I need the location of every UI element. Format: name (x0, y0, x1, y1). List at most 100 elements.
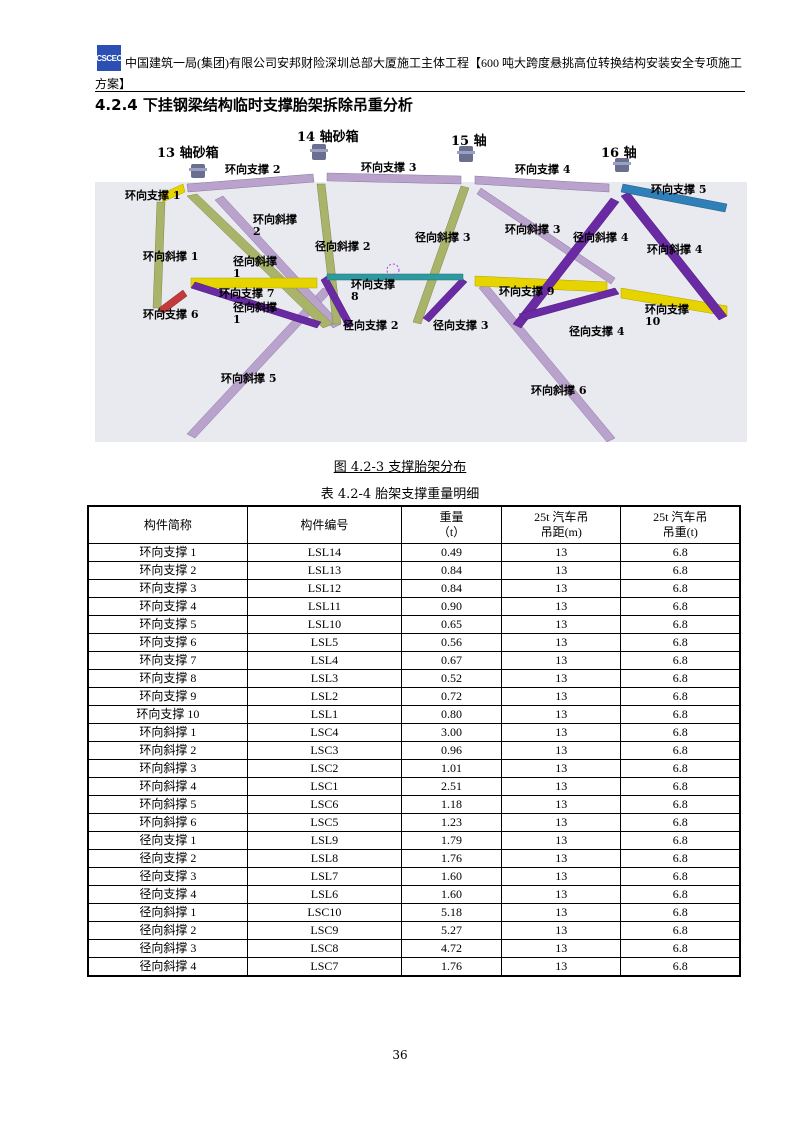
cell-crane-load: 6.8 (620, 957, 741, 977)
label-ring-support-6: 环向支撑 6 (143, 308, 199, 321)
cell-weight: 1.76 (401, 849, 502, 868)
figure-caption: 图 4.2-3 支撑胎架分布 (333, 460, 467, 475)
cell-crane-distance: 13 (500, 813, 622, 832)
label-radial-diagonal-4: 径向斜撑 4 (573, 231, 629, 244)
ring-support-7-member (190, 277, 318, 289)
cell-code: LSL4 (246, 651, 403, 670)
cell-crane-load: 6.8 (620, 939, 741, 958)
cell-code: LSL10 (246, 615, 403, 634)
col-header-weight: 重量（t） (401, 505, 502, 544)
label-ring-support-9: 环向支撑 9 (499, 285, 555, 298)
cell-weight: 0.67 (401, 651, 502, 670)
axis-label-14: 14 轴砂箱 (297, 130, 359, 145)
cell-crane-distance: 13 (500, 885, 622, 904)
label-ring-support-5: 环向支撑 5 (651, 183, 707, 196)
cell-code: LSL2 (246, 687, 403, 706)
label-radial-diagonal-3: 径向斜撑 3 (415, 231, 471, 244)
cell-weight: 0.65 (401, 615, 502, 634)
cell-crane-load: 6.8 (620, 615, 741, 634)
cell-crane-distance: 13 (500, 867, 622, 886)
cell-name: 环向支撑 8 (87, 669, 248, 688)
sandbox-icon-15 (457, 146, 475, 162)
axis-label-16: 16 轴 (601, 146, 637, 161)
cell-crane-distance: 13 (500, 777, 622, 796)
cell-crane-load: 6.8 (620, 867, 741, 886)
radial-support-4-member (518, 287, 620, 321)
col-header-crane-distance: 25t 汽车吊吊距(m) (500, 505, 622, 544)
cell-code: LSL13 (246, 561, 403, 580)
cell-code: LSL7 (246, 867, 403, 886)
cell-crane-distance: 13 (500, 669, 622, 688)
cell-name: 径向斜撑 3 (87, 939, 248, 958)
cell-weight: 0.90 (401, 597, 502, 616)
cell-name: 环向斜撑 2 (87, 741, 248, 760)
ring-support-5-member (620, 183, 728, 213)
axis-label-13: 13 轴砂箱 (157, 146, 219, 161)
label-radial-diagonal-1-upper: 径向斜撑 1 (233, 255, 277, 280)
label-ring-support-7: 环向支撑 7 (219, 287, 275, 300)
support-frame-drawing (152, 144, 728, 442)
cell-name: 径向支撑 4 (87, 885, 248, 904)
cell-weight: 1.60 (401, 885, 502, 904)
cell-crane-distance: 13 (500, 543, 622, 562)
cell-weight: 0.49 (401, 543, 502, 562)
cell-crane-distance: 13 (500, 615, 622, 634)
cell-code: LSC5 (246, 813, 403, 832)
cell-weight: 0.84 (401, 579, 502, 598)
cell-crane-load: 6.8 (620, 903, 741, 922)
cell-weight: 0.52 (401, 669, 502, 688)
cell-weight: 1.18 (401, 795, 502, 814)
cell-crane-load: 6.8 (620, 777, 741, 796)
cell-weight: 5.27 (401, 921, 502, 940)
cell-weight: 0.96 (401, 741, 502, 760)
sandbox-icon-13 (189, 164, 207, 178)
cell-crane-distance: 13 (500, 957, 622, 977)
cell-crane-distance: 13 (500, 759, 622, 778)
label-ring-support-10: 环向支撑 10 (645, 303, 689, 328)
label-radial-support-1: 径向斜撑 1 (233, 301, 277, 326)
radial-support-1-member (190, 281, 322, 329)
cell-weight: 0.72 (401, 687, 502, 706)
cell-name: 环向斜撑 3 (87, 759, 248, 778)
cell-name: 环向斜撑 4 (87, 777, 248, 796)
cell-crane-load: 6.8 (620, 651, 741, 670)
cell-code: LSL14 (246, 543, 403, 562)
cell-crane-load: 6.8 (620, 633, 741, 652)
cell-weight: 0.84 (401, 561, 502, 580)
cell-code: LSL5 (246, 633, 403, 652)
cell-crane-load: 6.8 (620, 561, 741, 580)
cell-crane-load: 6.8 (620, 687, 741, 706)
cell-code: LSC10 (246, 903, 403, 922)
cell-crane-load: 6.8 (620, 921, 741, 940)
axis-label-15: 15 轴 (451, 134, 487, 149)
label-radial-support-3: 径向支撑 3 (433, 319, 489, 332)
cell-crane-distance: 13 (500, 597, 622, 616)
label-ring-diagonal-2: 环向斜撑 2 (253, 213, 297, 238)
cell-name: 环向支撑 1 (87, 543, 248, 562)
label-ring-support-3: 环向支撑 3 (361, 161, 417, 174)
page-number: 36 (392, 1048, 408, 1062)
cell-crane-load: 6.8 (620, 849, 741, 868)
cell-weight: 4.72 (401, 939, 502, 958)
cell-name: 环向支撑 7 (87, 651, 248, 670)
cell-weight: 0.80 (401, 705, 502, 724)
cell-crane-distance: 13 (500, 741, 622, 760)
header-line-1: 中国建筑一局(集团)有限公司安邦财险深圳总部大厦施工主体工程【600 吨大跨度悬… (125, 56, 742, 70)
cell-code: LSL6 (246, 885, 403, 904)
sandbox-icon-14 (310, 144, 328, 160)
company-logo: CSCEC (96, 45, 122, 71)
label-ring-diagonal-3: 环向斜撑 3 (505, 223, 561, 236)
cell-name: 径向支撑 2 (87, 849, 248, 868)
cell-crane-distance: 13 (500, 849, 622, 868)
cell-crane-load: 6.8 (620, 723, 741, 742)
label-ring-support-4: 环向支撑 4 (515, 163, 571, 176)
section-title: 4.2.4 下挂钢梁结构临时支撑胎架拆除吊重分析 (95, 96, 413, 114)
